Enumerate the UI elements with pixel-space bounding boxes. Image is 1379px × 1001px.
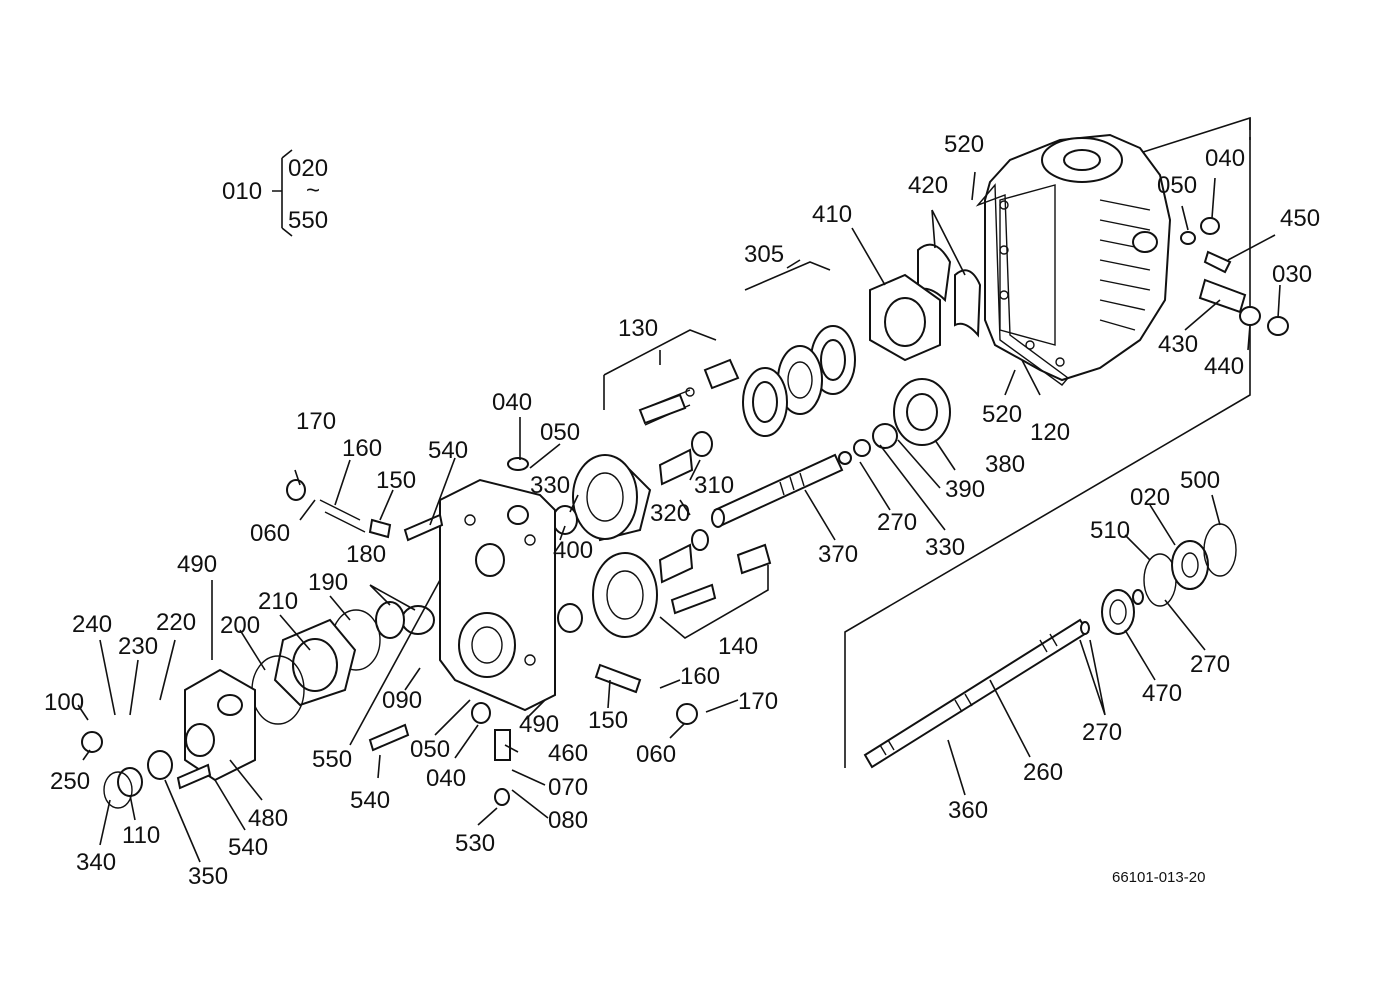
callout-410: 410 xyxy=(812,201,852,228)
callout-180: 180 xyxy=(346,541,386,568)
thrust-plate-set-305 xyxy=(742,325,856,437)
callout-240: 240 xyxy=(72,611,112,638)
right-side-parts xyxy=(1180,217,1289,336)
callout-310: 310 xyxy=(694,472,734,499)
callout-440: 440 xyxy=(1204,353,1244,380)
callout-110: 110 xyxy=(122,822,160,849)
callout-540-bottom-left: 540 xyxy=(228,834,268,861)
callout-380: 380 xyxy=(985,451,1025,478)
callout-320: 320 xyxy=(650,500,690,527)
callout-420: 420 xyxy=(908,172,948,199)
end-cover xyxy=(81,668,256,809)
callout-330-left: 330 xyxy=(530,472,570,499)
charge-pump-plates xyxy=(251,601,435,725)
callout-450: 450 xyxy=(1280,205,1320,232)
callout-490-right: 490 xyxy=(519,711,559,738)
callout-305: 305 xyxy=(744,241,784,268)
group-range-end-label: 550 xyxy=(288,207,328,234)
callout-460: 460 xyxy=(548,740,588,767)
callout-020: 020 xyxy=(1130,484,1170,511)
group-range-mark: ~ xyxy=(306,177,320,204)
callout-150-bottom: 150 xyxy=(588,707,628,734)
cylinder-block-upper xyxy=(572,358,740,542)
relief-valve-parts-right xyxy=(176,663,698,806)
callout-490-left: 490 xyxy=(177,551,217,578)
callout-140: 140 xyxy=(718,633,758,660)
callout-050-bottom: 050 xyxy=(410,736,450,763)
callout-370: 370 xyxy=(818,541,858,568)
callout-250: 250 xyxy=(50,768,90,795)
callout-labels: 010 020 ~ 550 520 420 410 305 130 040 05… xyxy=(44,131,1320,890)
callout-160-top: 160 xyxy=(342,435,382,462)
callout-510: 510 xyxy=(1090,517,1130,544)
drawing-number: 66101-013-20 xyxy=(1112,869,1205,886)
relief-valve-parts-left xyxy=(286,479,444,542)
callout-170-top: 170 xyxy=(296,408,336,435)
group-parent-label: 010 xyxy=(222,178,262,205)
callout-430: 430 xyxy=(1158,331,1198,358)
leader-lines xyxy=(77,149,1281,863)
assembly-boundary-lines xyxy=(603,116,1251,768)
callout-190: 190 xyxy=(308,569,348,596)
callout-100: 100 xyxy=(44,689,84,716)
callout-060-top: 060 xyxy=(250,520,290,547)
callout-270-upper: 270 xyxy=(877,509,917,536)
callout-050-top: 050 xyxy=(540,419,580,446)
callout-500: 500 xyxy=(1180,467,1220,494)
callout-330-right: 330 xyxy=(925,534,965,561)
callout-350: 350 xyxy=(188,863,228,890)
center-section-550 xyxy=(439,457,556,712)
callout-230: 230 xyxy=(118,633,158,660)
group-range-start-label: 020 xyxy=(288,155,328,182)
callout-390: 390 xyxy=(945,476,985,503)
callout-080: 080 xyxy=(548,807,588,834)
callout-260: 260 xyxy=(1023,759,1063,786)
callout-130: 130 xyxy=(618,315,658,342)
callout-050-right: 050 xyxy=(1157,172,1197,199)
callout-160-bottom: 160 xyxy=(680,663,720,690)
callout-540-bottom: 540 xyxy=(350,787,390,814)
swash-cradle-410 xyxy=(869,273,941,362)
callout-040-top: 040 xyxy=(492,389,532,416)
callout-210: 210 xyxy=(258,588,298,615)
callout-120: 120 xyxy=(1030,419,1070,446)
callout-550: 550 xyxy=(312,746,352,773)
callout-400: 400 xyxy=(553,537,593,564)
callout-040-right: 040 xyxy=(1205,145,1245,172)
callout-060-bottom: 060 xyxy=(636,741,676,768)
callout-270-lower: 270 xyxy=(1082,719,1122,746)
callout-480: 480 xyxy=(248,805,288,832)
callout-530: 530 xyxy=(455,830,495,857)
callout-070: 070 xyxy=(548,774,588,801)
callout-540-top: 540 xyxy=(428,437,468,464)
cylinder-block-lower xyxy=(552,505,772,638)
callout-520-lower: 520 xyxy=(982,401,1022,428)
callout-470: 470 xyxy=(1142,680,1182,707)
callout-170-bottom: 170 xyxy=(738,688,778,715)
callout-150-top: 150 xyxy=(376,467,416,494)
callout-090: 090 xyxy=(382,687,422,714)
callout-270-right: 270 xyxy=(1190,651,1230,678)
pump-shaft-370 xyxy=(711,453,844,528)
callout-520: 520 xyxy=(944,131,984,158)
output-shaft-260 xyxy=(863,523,1237,769)
callout-360: 360 xyxy=(948,797,988,824)
callout-040-bottom: 040 xyxy=(426,765,466,792)
transmission-housing xyxy=(984,133,1172,382)
bearing-380-set xyxy=(838,378,951,465)
callout-340: 340 xyxy=(76,849,116,876)
callout-200: 200 xyxy=(220,612,260,639)
gasket-120 xyxy=(975,183,1070,386)
callout-220: 220 xyxy=(156,609,196,636)
callout-030: 030 xyxy=(1272,261,1312,288)
shims-420 xyxy=(917,243,982,338)
